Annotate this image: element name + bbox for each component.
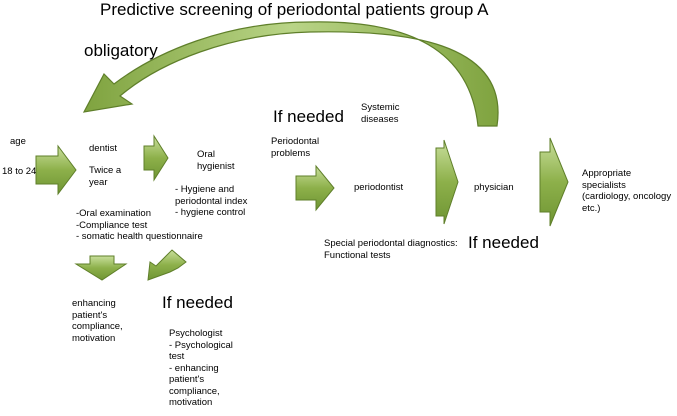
oral-hygienist-label: Oral hygienist	[197, 149, 235, 172]
appropriate-specialists-label: Appropriate specialists (cardiology, onc…	[582, 168, 672, 214]
if-needed-label-top: If needed	[273, 107, 344, 126]
systemic-diseases-label: Systemic diseases	[361, 102, 400, 125]
age-label: age	[10, 136, 26, 147]
arrow-to-periodontist	[295, 164, 335, 212]
twice-a-year-label: Twice a year	[89, 165, 122, 188]
if-needed-label-bottom: If needed	[162, 293, 233, 312]
special-diagnostics-label: Special periodontal diagnostics: Functio…	[324, 238, 458, 261]
dentist-label: dentist	[89, 143, 117, 154]
diagram-title: Predictive screening of periodontal pati…	[100, 0, 489, 19]
arrow-to-psychologist	[147, 249, 187, 281]
if-needed-label-right: If needed	[468, 233, 539, 252]
periodontal-problems-label: Periodontal problems	[271, 136, 320, 159]
physician-label: physician	[474, 182, 514, 193]
periodontist-label: periodontist	[354, 182, 404, 193]
arrow-dentist-to-hygienist	[143, 134, 169, 182]
hygiene-list: - Hygiene and periodontal index - hygien…	[175, 184, 248, 219]
age-range-label: 18 to 24	[2, 166, 37, 177]
dentist-tasks-list: -Oral examination -Compliance test - som…	[76, 208, 203, 243]
arrow-age-to-dentist	[35, 144, 77, 196]
obligatory-curved-arrow	[82, 21, 499, 127]
psychologist-label: Psychologist - Psychological test - enha…	[169, 328, 233, 409]
obligatory-label: obligatory	[84, 41, 158, 60]
arrow-to-specialists	[539, 137, 569, 227]
arrow-down-to-compliance	[74, 255, 128, 281]
compliance-label: enhancing patient's compliance, motivati…	[72, 298, 123, 344]
arrow-to-physician	[435, 139, 459, 225]
